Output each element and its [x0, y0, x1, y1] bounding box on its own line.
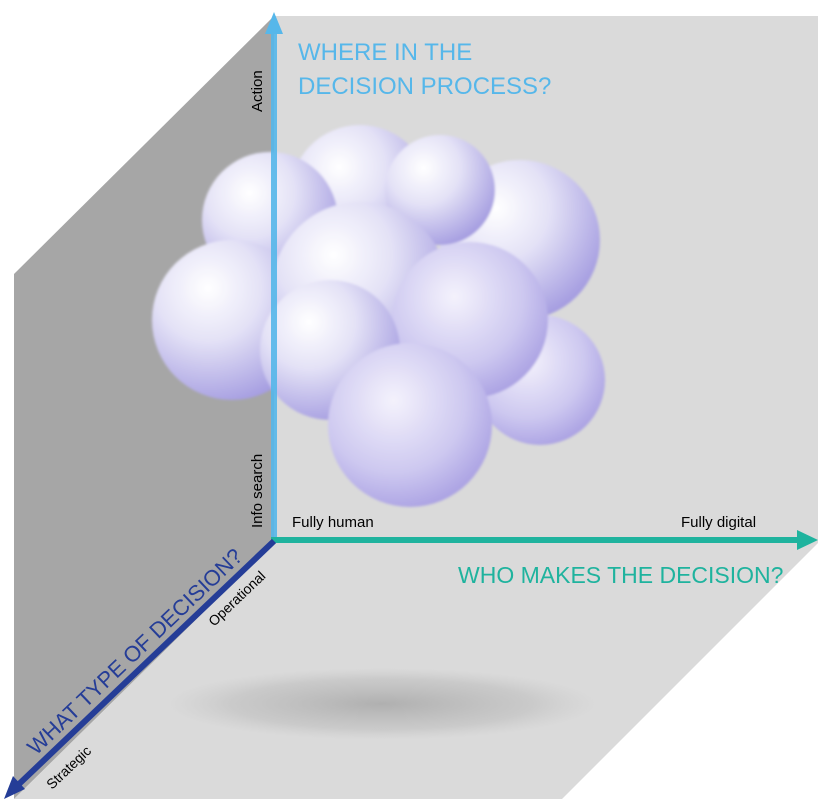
vertical-axis-low-label: Info search — [249, 454, 266, 528]
vertical-axis — [265, 12, 283, 543]
vertical-axis-arrowhead — [265, 12, 283, 34]
vertical-axis-high-label: Action — [249, 70, 266, 112]
cloud-shadow — [167, 668, 597, 740]
horizontal-axis-low-label: Fully human — [292, 514, 374, 531]
vertical-axis-title-line2: DECISION PROCESS? — [298, 73, 551, 100]
horizontal-axis — [271, 530, 818, 550]
diagonal-axis-line — [15, 538, 277, 788]
horizontal-axis-high-label: Fully digital — [681, 514, 756, 531]
horizontal-axis-arrowhead — [797, 530, 818, 550]
diagonal-axis — [4, 538, 277, 799]
diagonal-axis-arrowhead — [4, 776, 25, 799]
horizontal-axis-title: WHO MAKES THE DECISION? — [458, 562, 783, 588]
cloud-illustration — [152, 125, 605, 507]
vertical-axis-title-line1: WHERE IN THE — [298, 39, 472, 66]
